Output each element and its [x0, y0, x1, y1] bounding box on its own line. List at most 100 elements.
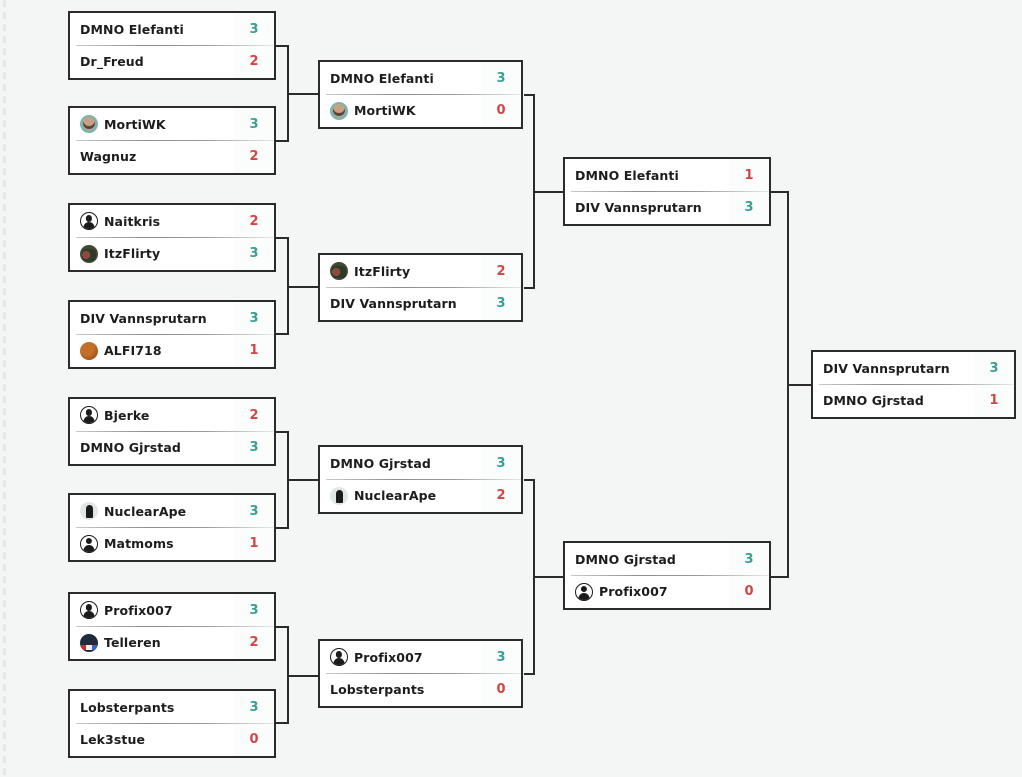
score-bottom: 0: [234, 723, 274, 756]
competitor-name: DMNO Gjrstad: [330, 455, 431, 471]
competitor-name: Profix007: [354, 649, 423, 665]
score-top: 3: [234, 13, 274, 46]
match-slot-bottom[interactable]: NuclearApe 2: [320, 479, 521, 512]
match-slot-bottom[interactable]: DMNO Gjrstad 1: [813, 384, 1014, 417]
connector-line-5-vertical: [533, 479, 535, 675]
score-top: 2: [481, 255, 521, 288]
score-top: 2: [234, 205, 274, 238]
match-slot-top[interactable]: DMNO Gjrstad 3: [320, 447, 521, 480]
competitor: MortiWK: [320, 101, 481, 120]
connector-line-6-out: [789, 384, 812, 386]
competitor-name: DMNO Elefanti: [80, 21, 184, 37]
competitor: Lobsterpants: [320, 682, 481, 697]
competitor: ALFI718: [70, 341, 234, 360]
match-slot-bottom[interactable]: Dr_Freud 2: [70, 45, 274, 78]
score-bottom: 1: [974, 384, 1014, 417]
competitor: DMNO Gjrstad: [70, 440, 234, 455]
connector-line-5-bottom: [524, 673, 534, 675]
connector-line-2-out: [289, 479, 319, 481]
competitor: DMNO Elefanti: [565, 168, 729, 183]
avatar-icon: [330, 486, 348, 505]
competitor-name: Matmoms: [104, 536, 174, 552]
competitor: NuclearApe: [320, 486, 481, 505]
competitor-name: DMNO Elefanti: [575, 167, 679, 183]
match-slot-top[interactable]: DMNO Elefanti 3: [70, 13, 274, 46]
connector-line-4-bottom: [524, 287, 534, 289]
competitor: DIV Vannsprutarn: [565, 200, 729, 215]
score-top: 3: [234, 108, 274, 141]
competitor: Profix007: [70, 601, 234, 620]
connector-line-1-out: [289, 286, 319, 288]
score-top: 3: [481, 447, 521, 480]
score-top: 3: [234, 302, 274, 335]
competitor: Telleren: [70, 633, 234, 652]
competitor: Profix007: [565, 582, 729, 601]
competitor: Bjerke: [70, 406, 234, 425]
connector-line-4-top: [524, 94, 534, 96]
competitor: DIV Vannsprutarn: [70, 311, 234, 326]
competitor-name: DMNO Gjrstad: [823, 393, 924, 409]
connector-line-1-bottom: [276, 333, 288, 335]
avatar-icon: [330, 262, 348, 281]
score-bottom: 2: [481, 479, 521, 512]
competitor-name: Dr_Freud: [80, 54, 144, 70]
score-bottom: 0: [729, 575, 769, 608]
avatar-icon: [80, 534, 98, 553]
competitor: Dr_Freud: [70, 54, 234, 69]
competitor-name: NuclearApe: [354, 488, 437, 504]
score-bottom: 2: [234, 45, 274, 78]
competitor-name: Telleren: [104, 635, 161, 651]
competitor: NuclearApe: [70, 502, 234, 521]
match-slot-top[interactable]: DMNO Elefanti 1: [565, 159, 769, 192]
connector-line-0-top: [276, 45, 288, 47]
score-bottom: 3: [234, 431, 274, 464]
score-top: 3: [481, 62, 521, 95]
connector-line-4-out: [535, 191, 564, 193]
score-bottom: 2: [234, 626, 274, 659]
match-slot-bottom[interactable]: Telleren 2: [70, 626, 274, 659]
score-top: 1: [729, 159, 769, 192]
score-top: 3: [974, 352, 1014, 385]
left-edge-rail: [3, 0, 6, 777]
avatar-icon: [80, 244, 98, 263]
